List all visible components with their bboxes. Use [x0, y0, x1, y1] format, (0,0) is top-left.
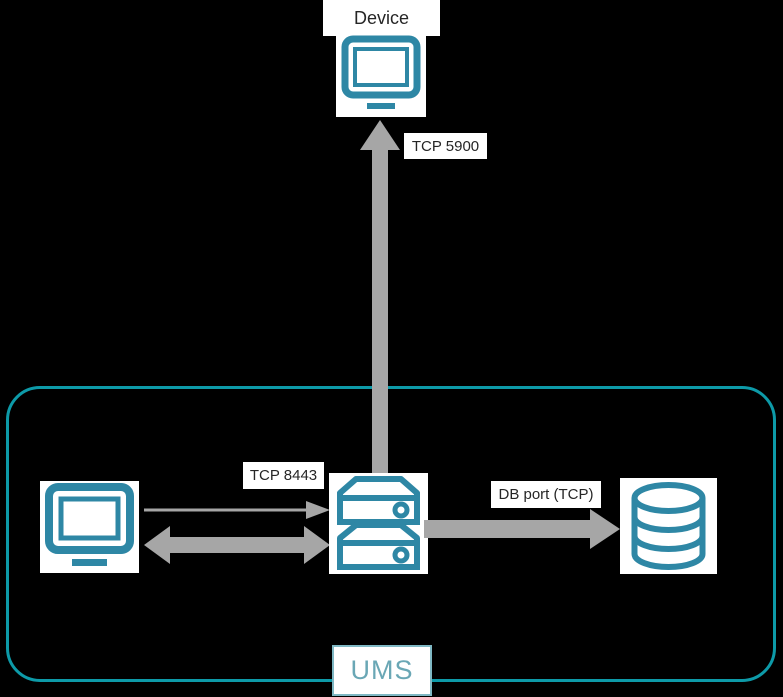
connection-label-tcp-5900: TCP 5900: [404, 133, 487, 159]
client-monitor-icon: [40, 481, 139, 573]
database-icon: [620, 478, 717, 574]
connection-client-to-server-thin-arrow: [144, 501, 330, 519]
connection-label-tcp-8443: TCP 8443: [243, 462, 324, 489]
server-icon: [329, 473, 428, 574]
device-monitor-icon: [336, 31, 426, 117]
connection-server-to-database-arrow: [424, 509, 620, 549]
device-label: Device: [323, 0, 440, 36]
ums-group-label: UMS: [332, 645, 432, 696]
connection-client-to-server-double-arrow: [144, 526, 330, 564]
connection-server-to-device-arrow: [360, 120, 400, 480]
connection-label-db-port: DB port (TCP): [491, 481, 601, 508]
